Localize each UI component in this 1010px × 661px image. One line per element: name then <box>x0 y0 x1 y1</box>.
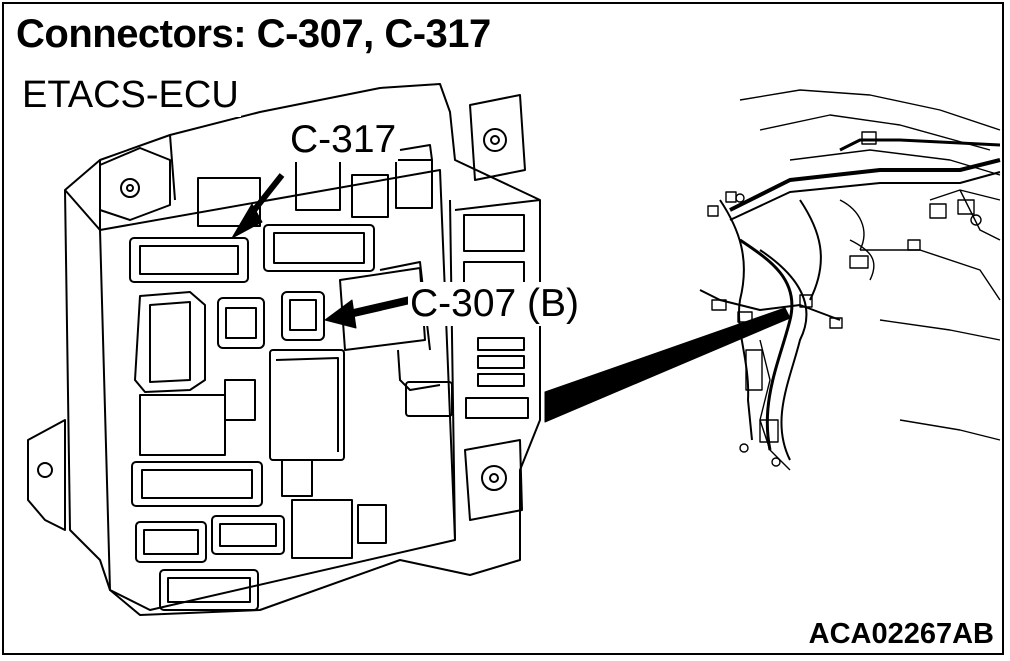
connector-c307b <box>281 291 325 341</box>
arrow-c317-head <box>231 203 263 239</box>
arrow-c307-head <box>324 299 357 329</box>
vehicle-dash-harness <box>699 89 1001 471</box>
c307-callout-label: C-307 (B) <box>408 282 582 326</box>
etacs-ecu-unit <box>27 83 541 616</box>
figure-code: ACA02267AB <box>808 618 994 650</box>
c317-callout-label: C-317 <box>288 118 399 162</box>
diagram-title: Connectors: C-307, C-317 <box>16 12 491 56</box>
connector-c317 <box>129 237 249 283</box>
arrow-c307 <box>344 296 411 319</box>
etacs-ecu-label: ETACS-ECU <box>20 74 241 117</box>
location-pointer <box>544 307 791 423</box>
